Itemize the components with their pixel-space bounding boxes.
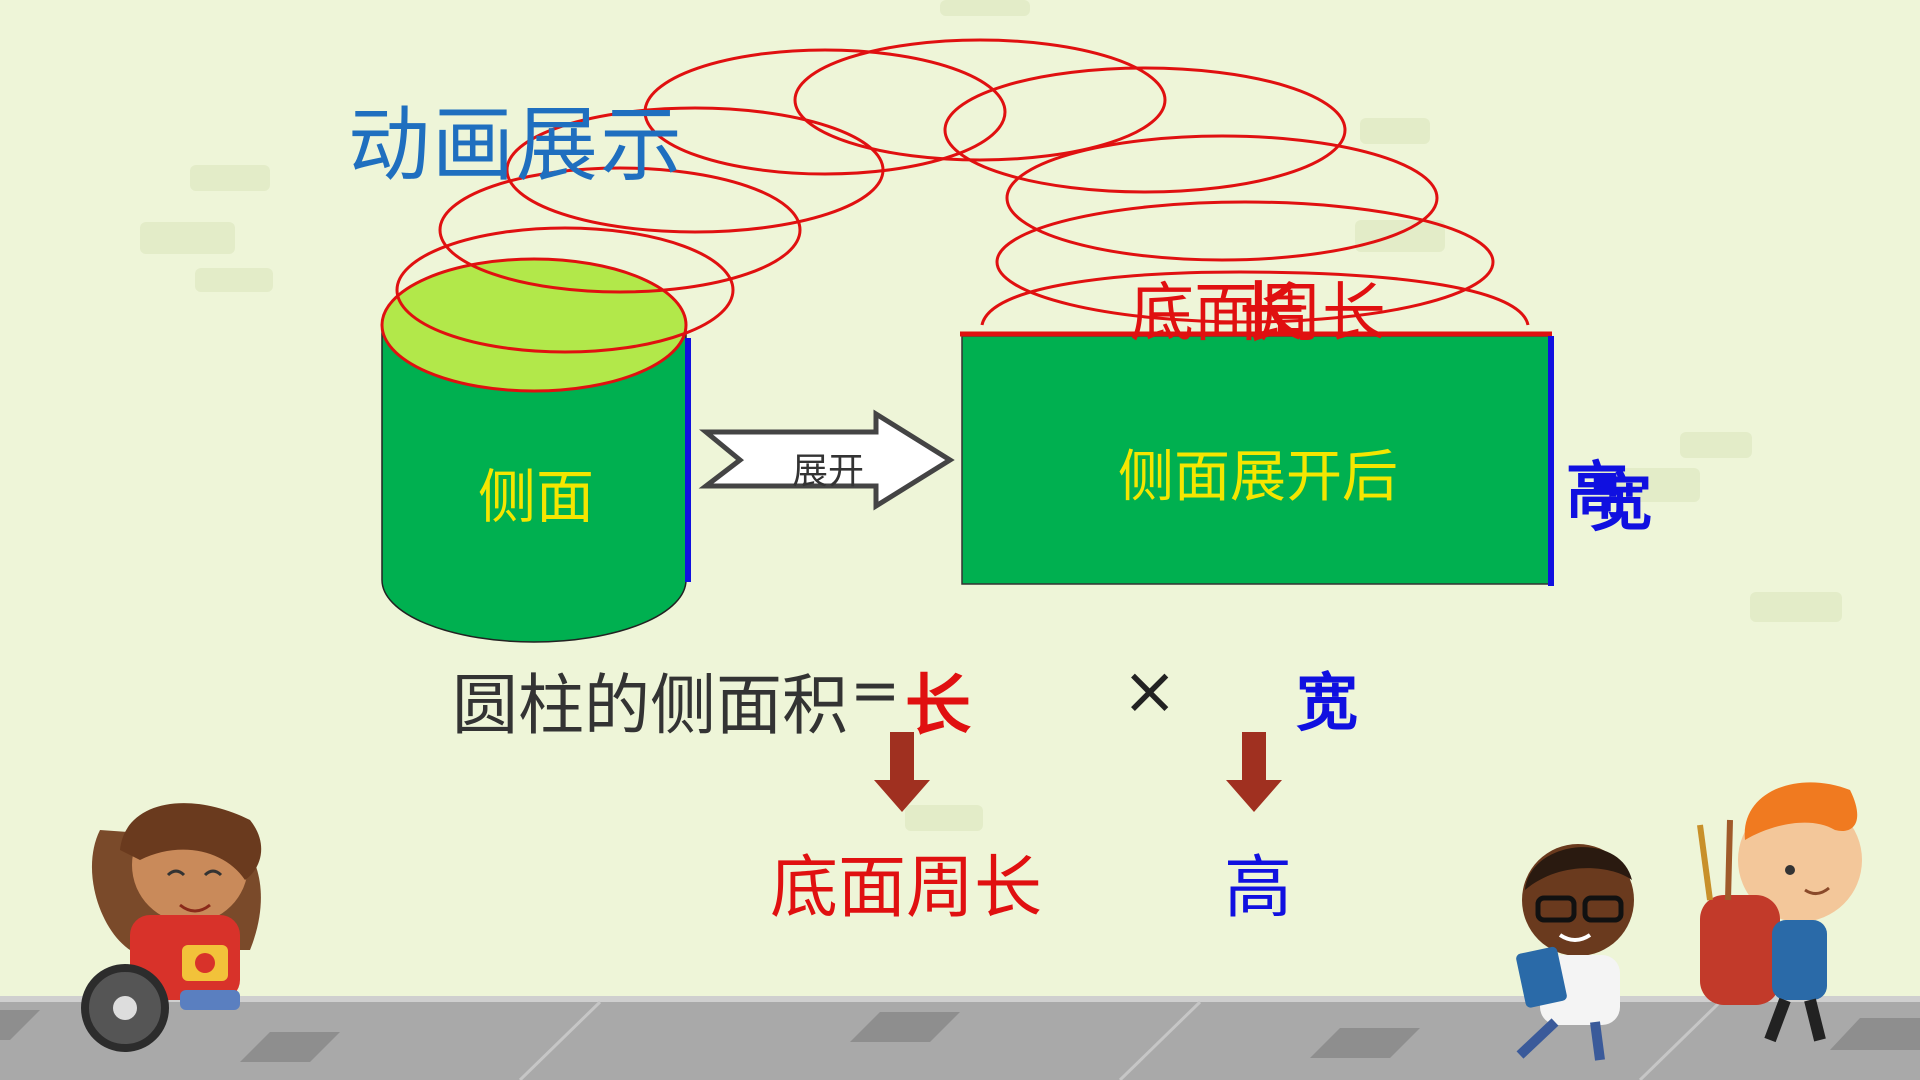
formula-times: ×	[1122, 652, 1178, 729]
bg-brick	[905, 805, 983, 831]
formula-length: 长	[905, 667, 971, 744]
bg-brick	[1600, 468, 1700, 502]
expand-arrow-label: 展开	[792, 451, 865, 492]
formula-lhs: 圆柱的侧面积	[452, 667, 848, 744]
bg-brick	[1355, 220, 1445, 252]
circumference-spiral	[395, 38, 1530, 354]
top-edge-overlap-label: 长	[1240, 277, 1304, 351]
cylinder-side-label: 侧面	[478, 463, 595, 531]
unrolled-rectangle	[960, 331, 1554, 586]
unrolled-label: 侧面展开后	[1118, 445, 1398, 510]
formula-equals: =	[850, 656, 901, 726]
top-edge-label: 底面周长	[1130, 277, 1386, 351]
road	[0, 996, 1920, 1080]
result-length-is: 底面周长	[770, 849, 1043, 928]
result-width-is: 高	[1224, 849, 1293, 928]
slide-title: 动画展示	[348, 98, 685, 193]
girl-wheelchair-illustration	[81, 803, 262, 1052]
expand-arrow-icon	[698, 409, 955, 511]
bg-brick	[940, 0, 1030, 16]
down-arrow-icon	[874, 732, 930, 812]
bg-brick	[1750, 592, 1842, 622]
bg-brick	[190, 165, 270, 191]
down-arrow-icon	[1226, 732, 1282, 812]
boy-backpack-illustration	[1697, 782, 1862, 1043]
side-edge-overlap-label: 宽	[1590, 466, 1653, 539]
side-edge-label: 高	[1566, 454, 1629, 527]
bg-brick	[140, 222, 235, 254]
bg-brick	[1360, 118, 1430, 144]
bg-brick	[1680, 432, 1752, 458]
formula-width: 宽	[1296, 666, 1359, 739]
bg-brick	[195, 268, 273, 292]
boy-glasses-illustration	[1516, 844, 1634, 1061]
